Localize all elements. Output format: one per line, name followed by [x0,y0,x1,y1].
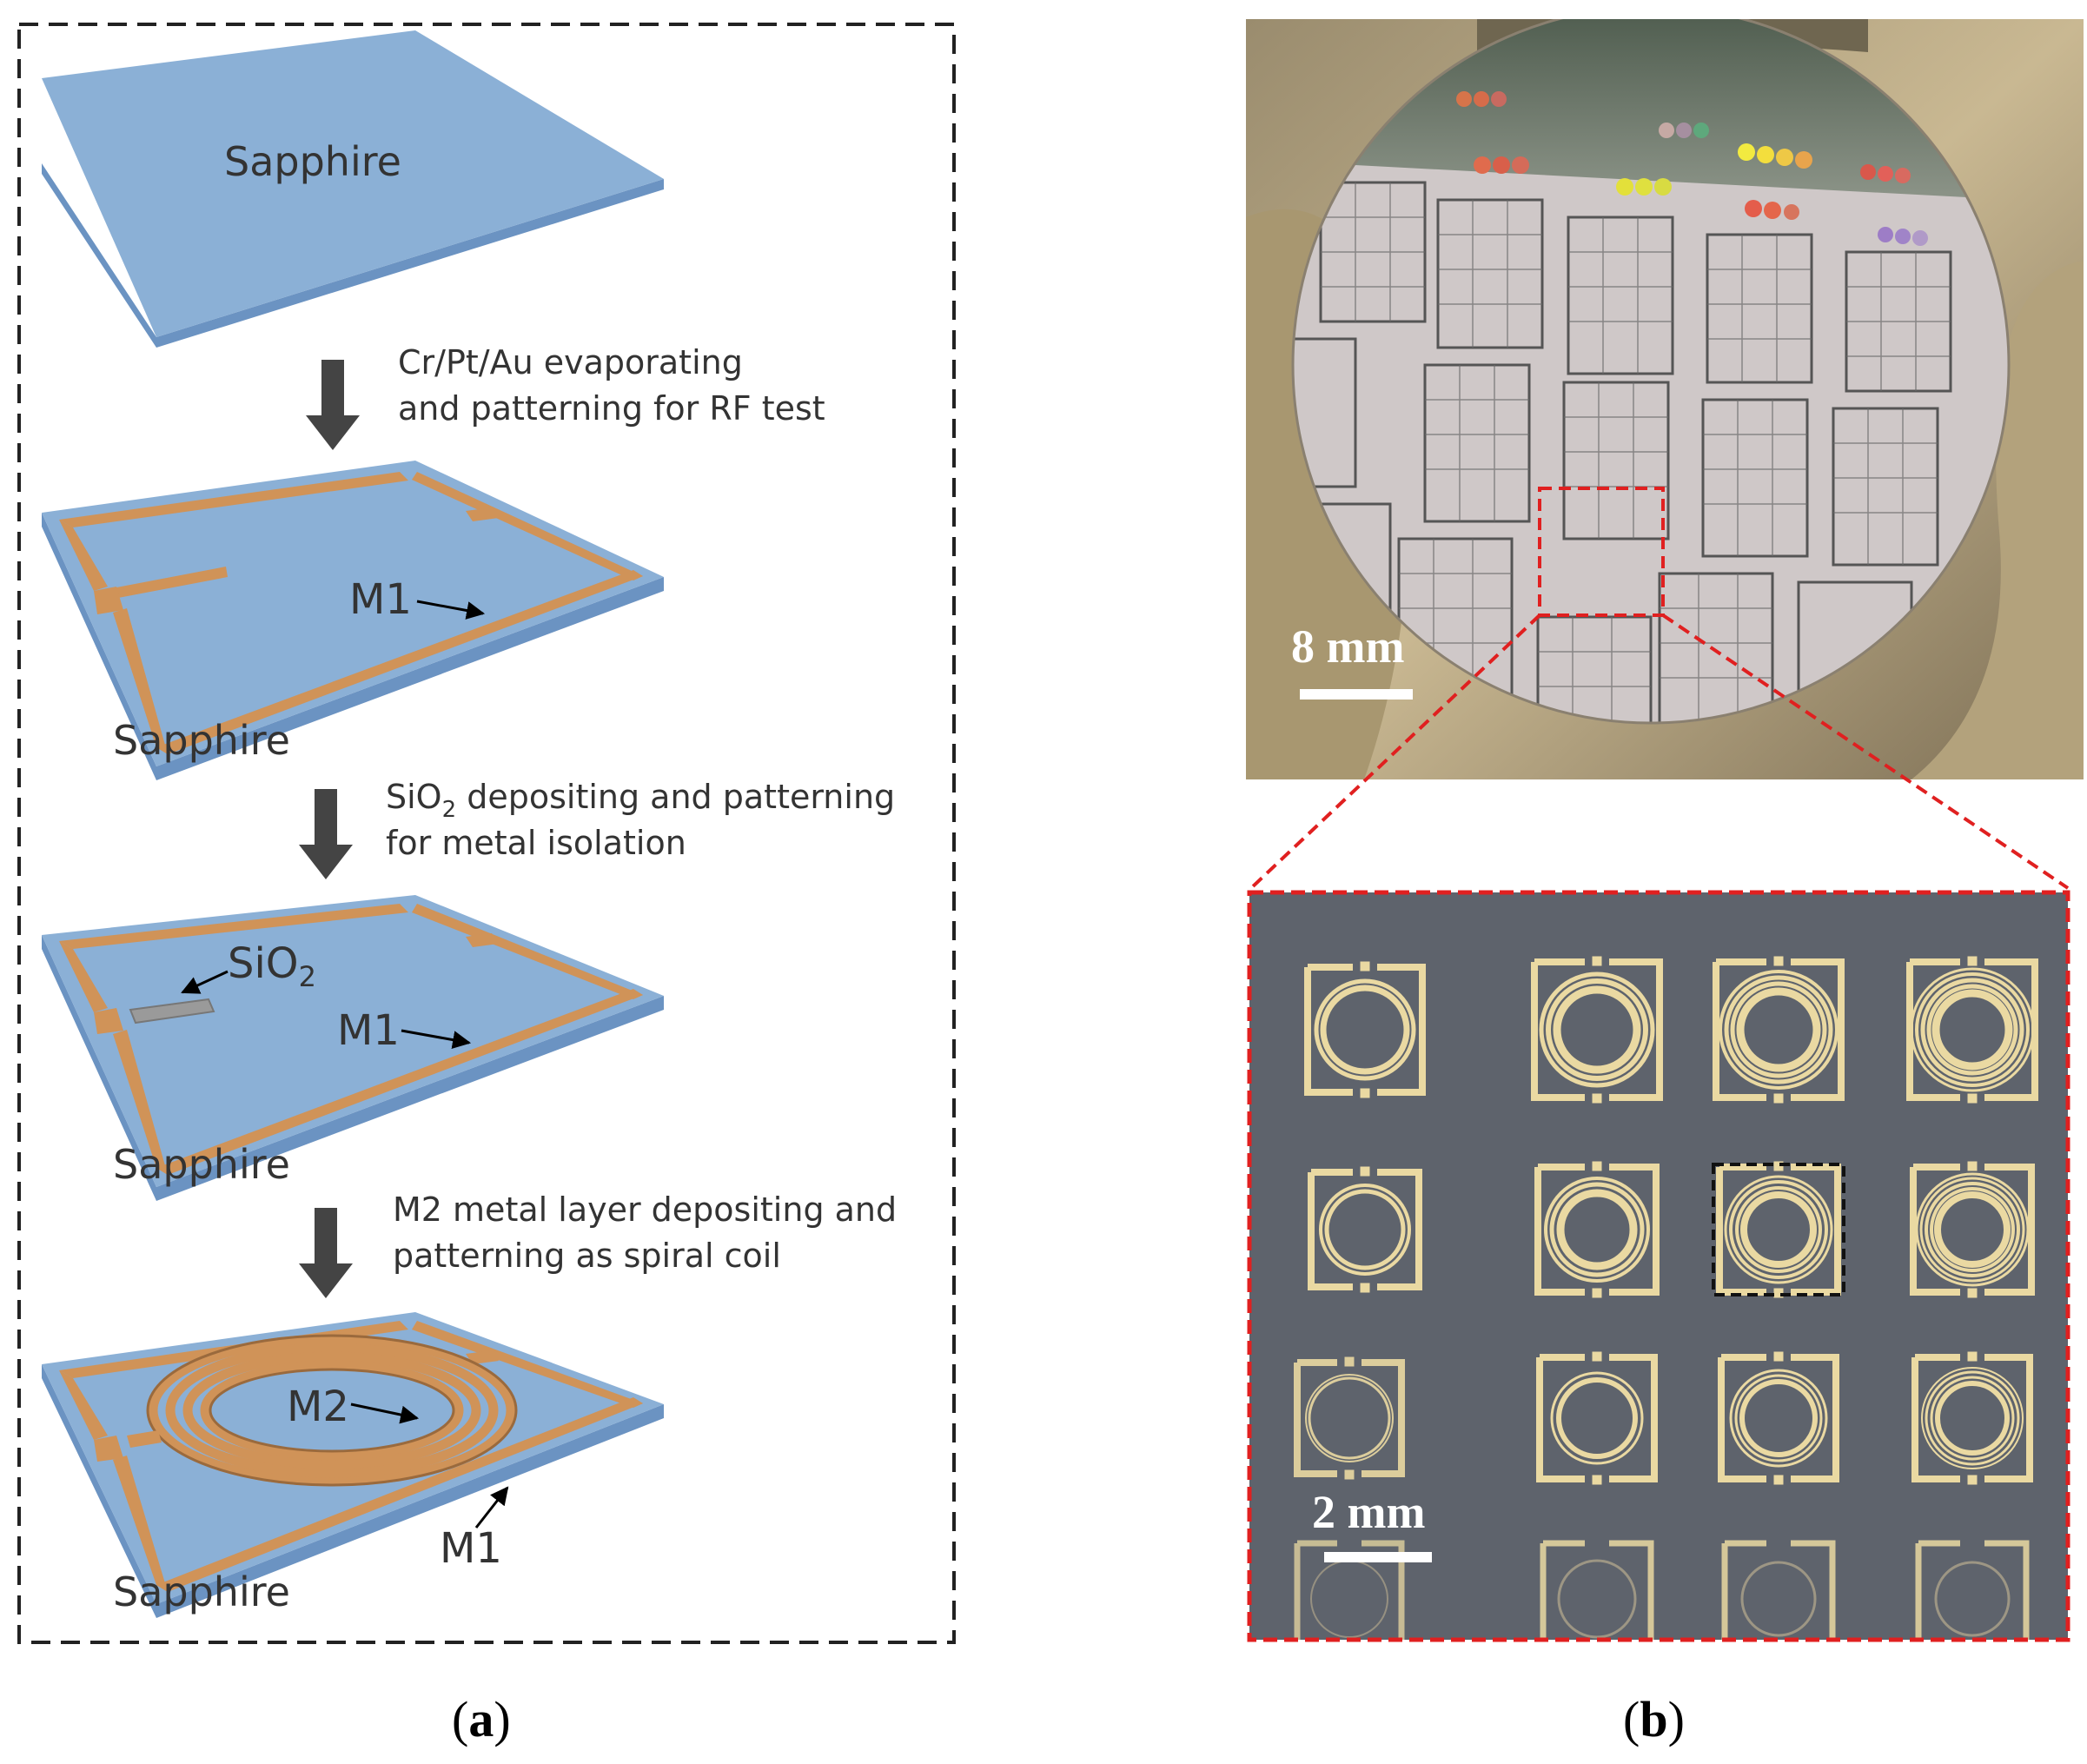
step-4-substrate: M2 M1 Sapphire [42,1312,664,1618]
wafer-dots [1456,91,1928,246]
step-3-m1-label: M1 [337,1006,400,1055]
step-2-caption-rest: depositing and patterning [456,778,895,816]
panel-b: 8 mm [1246,19,2084,1747]
zoom-connector-left [1249,613,1541,890]
coil-device [1721,1540,1836,1640]
zoom-micrograph: 2 mm [1247,890,2070,1642]
step-4-substrate-label: Sapphire [113,1568,290,1615]
coil-device [1716,1161,1841,1298]
coil-device [1304,961,1426,1098]
wafer-grid-lines [1321,182,1951,723]
coil-device [1536,1351,1658,1485]
step-4-m1-label: M1 [440,1524,502,1573]
panel-a: Sapphire Cr/Pt/Au evaporating and patter… [17,23,956,1747]
m2-spiral-coil [127,1334,518,1487]
step-3-caption-line1: M2 metal layer depositing and [393,1190,897,1229]
process-arrow-3 [299,1208,353,1298]
panel-b-caption: (b) [1623,1691,1685,1747]
coil-device [1910,1161,2035,1298]
m1-frame [59,472,643,754]
step-1-substrate-label: Sapphire [224,138,401,185]
step-3-sio2-text: SiO [228,939,299,988]
coil-array [1294,956,2038,1640]
wafer-scale-bar [1300,689,1413,700]
zoom-border [1247,890,2070,1642]
coil-device [1534,1161,1660,1298]
sio2-block [129,998,215,1025]
wafer-photo: 8 mm [1246,19,2084,779]
step-3-substrate-label: Sapphire [113,1141,290,1188]
coil-device [1911,1351,2033,1485]
step-3-substrate: SiO2 M1 Sapphire [42,895,664,1201]
coil-device [1906,956,2038,1104]
step-2-substrate: M1 Sapphire [42,461,664,780]
m1-frame [59,904,643,1175]
selected-coil-box [1712,1163,1845,1296]
zoom-scale-bar [1324,1552,1432,1562]
step-3-sio2-label: SiO2 [228,939,316,993]
zoom-scale-label: 2 mm [1312,1486,1425,1538]
wafer-zoom-box [1538,487,1665,617]
coil-device [1540,1540,1654,1640]
step-3-sio2-sub: 2 [299,960,316,993]
wafer-scale-label: 8 mm [1291,620,1404,673]
step-2-m1-label: M1 [349,575,412,624]
coil-device [1713,956,1845,1104]
step-1-caption-line1: Cr/Pt/Au evaporating [398,343,743,381]
process-arrow-2 [299,789,353,879]
coil-device [1531,956,1663,1104]
coil-device [1915,1540,2030,1640]
step-1-substrate: Sapphire [42,30,664,348]
step-4-m2-label: M2 [287,1383,349,1431]
step-2-caption-sio2-sub: 2 [442,797,457,823]
step-2-caption-sio2: SiO [386,778,442,816]
step-2-caption-line1: SiO2 depositing and patterning [386,778,895,823]
step-3-caption-line2: patterning as spiral coil [393,1237,781,1275]
coil-device [1294,1356,1405,1480]
panel-a-border [17,23,956,1644]
step-2-substrate-label: Sapphire [113,717,290,764]
step-2-caption-line2: for metal isolation [386,824,686,862]
step-1-caption-line2: and patterning for RF test [398,389,825,428]
process-arrow-1 [306,360,360,450]
coil-device [1308,1166,1422,1293]
coil-device [1718,1351,1839,1485]
zoom-connector-right [1661,613,2070,890]
panel-a-caption: (a) [452,1691,511,1747]
